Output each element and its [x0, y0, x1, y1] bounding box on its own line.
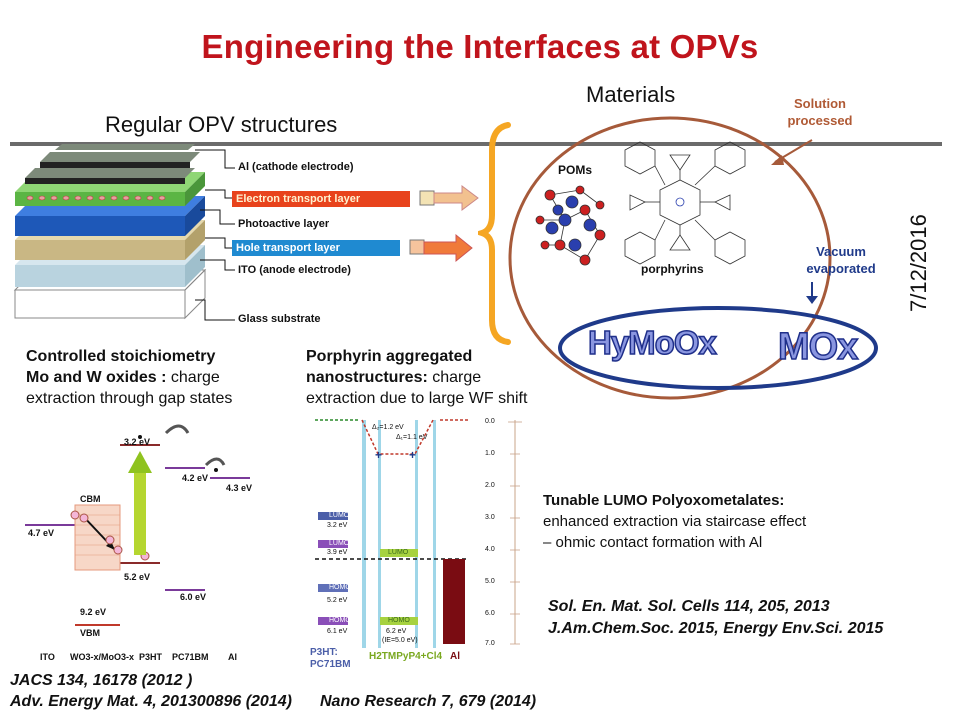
porph-line2: nanostructures: charge — [306, 367, 527, 388]
stoich-line2-bold: Mo and W oxides : — [26, 369, 167, 386]
porph-lumo2-val: 3.9 eV — [327, 549, 348, 556]
layer-ito-label: ITO (anode electrode) — [238, 264, 351, 276]
stoich-text: Controlled stoichiometry Mo and W oxides… — [26, 346, 232, 409]
layer-al-label: Al (cathode electrode) — [238, 161, 354, 173]
stoich-line2: Mo and W oxides : charge — [26, 367, 232, 388]
layer-etl-label: Electron transport layer — [236, 193, 361, 205]
axis-2: 2.0 — [485, 482, 495, 489]
ref-jacs-2012: JACS 134, 16178 (2012 ) — [10, 672, 193, 689]
ref-sol-en: Sol. En. Mat. Sol. Cells 114, 205, 2013 — [548, 598, 830, 615]
page-title: Engineering the Interfaces at OPVs — [201, 28, 759, 65]
xlabel-wo3: WO3-x/MoO3-x — [70, 652, 135, 662]
mox-label: MOx — [777, 325, 859, 369]
svg-text:+: + — [409, 448, 416, 462]
porph-homo3-val: 6.2 eV — [386, 628, 407, 635]
level-9-2: 9.2 eV — [80, 607, 107, 617]
porph-text: Porphyrin aggregated nanostructures: cha… — [306, 346, 527, 409]
axis-6: 6.0 — [485, 610, 495, 617]
level-3-2: 3.2 eV — [124, 437, 151, 447]
porph-homo1: HOMO — [329, 584, 351, 591]
porph-lbl-al: Al — [450, 651, 460, 662]
axis-1: 1.0 — [485, 450, 495, 457]
porph-line3: extraction due to large WF shift — [306, 390, 528, 407]
svg-text:+: + — [375, 448, 382, 462]
energy-diagram-left — [25, 424, 250, 626]
date-label: 7/12/2016 — [906, 214, 931, 312]
ref-adv-energy: Adv. Energy Mat. 4, 201300896 (2014) — [10, 693, 292, 710]
porph-homo3: HOMO — [388, 617, 410, 624]
axis-4: 4.0 — [485, 546, 495, 553]
ref-jacs-2015: J.Am.Chem.Soc. 2015, Energy Env.Sci. 201… — [548, 620, 884, 637]
materials-heading: Materials — [586, 82, 676, 107]
energy-diagram-porphyrin: + + — [310, 412, 535, 672]
orange-brace — [478, 122, 511, 345]
lumo-text: Tunable LUMO Polyoxometalates: enhanced … — [543, 490, 806, 553]
regular-heading: Regular OPV structures — [105, 112, 338, 137]
porph-al-val: 4.3 eV — [445, 549, 466, 556]
porph-lumo3: LUMO — [388, 549, 409, 556]
lumo-line2: enhanced extraction via staircase effect — [543, 513, 807, 530]
layer-htl-label: Hole transport layer — [236, 242, 340, 254]
porph-homo2: HOMO — [329, 617, 351, 624]
ref-nano-research: Nano Research 7, 679 (2014) — [320, 693, 537, 710]
layer-glass-label: Glass substrate — [238, 313, 321, 325]
level-6-0: 6.0 eV — [180, 592, 207, 602]
porphyrin-structure — [624, 141, 746, 265]
materials-circles — [508, 116, 878, 400]
xlabel-ito: ITO — [40, 652, 55, 662]
porph-homo2-val: 6.1 eV — [327, 628, 348, 635]
cbm-label: CBM — [80, 494, 101, 504]
xlabel-p3ht: P3HT — [139, 652, 163, 662]
poms-label: POMs — [558, 163, 593, 177]
vbm-label: VBM — [80, 628, 100, 638]
porph-lumo1: LUMO — [329, 512, 350, 519]
porph-line2-rest: charge — [427, 369, 482, 386]
stoich-line3: extraction through gap states — [26, 390, 233, 407]
xlabel-pc71bm: PC71BM — [172, 652, 209, 662]
axis-7: 7.0 — [485, 640, 495, 647]
solution-processed-label: Solution processed — [787, 96, 853, 128]
opv-stack-illustration — [13, 144, 479, 321]
axis-0: 0.0 — [485, 418, 495, 425]
stoich-line1: Controlled stoichiometry — [26, 348, 216, 365]
porph-lbl-pcbm: PC71BM — [310, 659, 351, 670]
level-4-7: 4.7 eV — [28, 528, 55, 538]
header-divider — [10, 142, 942, 146]
porph-delta2: Δ₁=1.1 eV — [396, 434, 428, 441]
xlabel-al: Al — [228, 652, 237, 662]
porph-lumo1-val: 3.2 eV — [327, 522, 348, 529]
porph-homo1-val: 5.2 eV — [327, 597, 348, 604]
porphyrins-label: porphyrins — [641, 262, 704, 276]
lumo-line3: – ohmic contact formation with Al — [543, 534, 763, 551]
porph-homo3-note: (IE=5.0 eV) — [382, 637, 418, 644]
porph-delta1: Δ₂=1.2 eV — [372, 424, 404, 431]
porph-lbl-p3ht: P3HT: — [310, 647, 338, 658]
porph-lbl-h2: H2TMPyP4+Cl4 — [369, 651, 443, 662]
level-4-3: 4.3 eV — [226, 483, 253, 493]
stoich-line2-rest: charge — [166, 369, 220, 386]
level-4-2: 4.2 eV — [182, 473, 209, 483]
layer-photoactive-label: Photoactive layer — [238, 218, 330, 230]
vacuum-evaporated-label: Vacuum evaporated — [806, 244, 876, 276]
hymoox-label: HyMoOx — [587, 323, 717, 362]
axis-5: 5.0 — [485, 578, 495, 585]
lumo-line1: Tunable LUMO Polyoxometalates: — [543, 492, 785, 509]
porph-line2-bold: nanostructures: — [306, 369, 428, 386]
level-5-2: 5.2 eV — [124, 572, 151, 582]
porph-line1: Porphyrin aggregated — [306, 348, 473, 365]
axis-3: 3.0 — [485, 514, 495, 521]
porph-lumo2: LUMO — [329, 540, 350, 547]
pom-cluster — [535, 185, 606, 266]
